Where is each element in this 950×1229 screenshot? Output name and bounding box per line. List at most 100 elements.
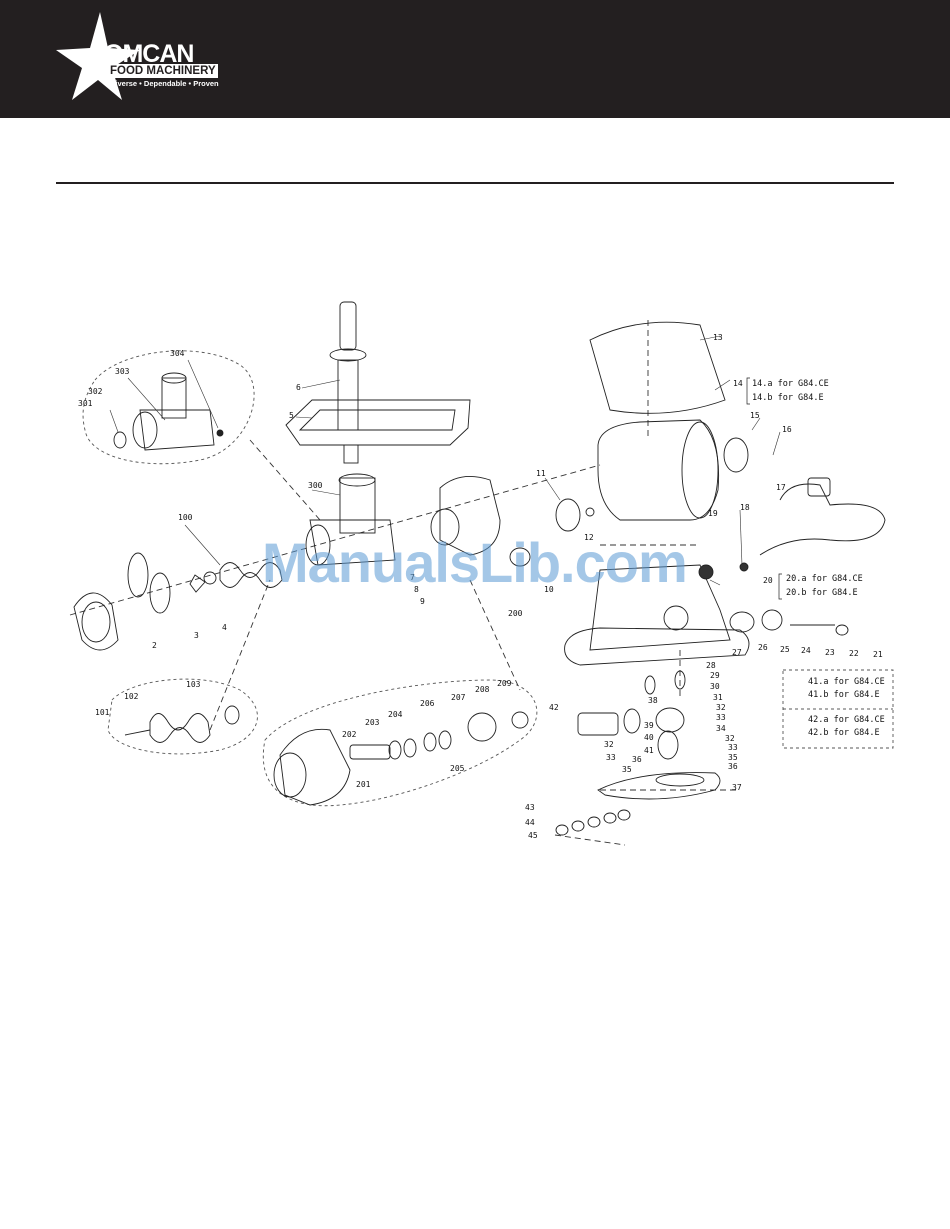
label-3: 3 (194, 631, 199, 640)
motor-assembly (555, 321, 749, 532)
label-304: 304 (170, 349, 185, 358)
label-100: 100 (178, 513, 193, 522)
label-32b: 32 (725, 734, 735, 743)
brand-subtitle: FOOD MACHINERY (108, 64, 218, 78)
label-16: 16 (782, 425, 792, 434)
label-38: 38 (648, 696, 658, 705)
brand-name: OMCAN (104, 40, 194, 68)
auger (203, 562, 283, 588)
label-31: 31 (713, 693, 723, 702)
label-30: 30 (710, 682, 720, 691)
brand-tagline: Diverse • Dependable • Proven (110, 79, 219, 88)
label-35: 35 (728, 753, 738, 762)
label-301: 301 (78, 399, 93, 408)
label-14: 14 (733, 379, 743, 388)
note-14b: 14.b for G84.E (752, 393, 824, 403)
label-39: 39 (644, 721, 654, 730)
star-icon (56, 12, 140, 100)
label-15: 15 (750, 411, 760, 420)
leader-lines (109, 335, 781, 586)
label-26: 26 (758, 643, 768, 652)
label-36b: 36 (632, 755, 642, 764)
gearbox-internals (273, 711, 529, 806)
watermark: ManualsLib.com (262, 531, 688, 594)
label-303: 303 (115, 367, 130, 376)
label-40: 40 (644, 733, 654, 742)
label-33b: 33 (728, 743, 738, 752)
label-22: 22 (849, 649, 859, 658)
label-35b: 35 (622, 765, 632, 774)
label-13: 13 (713, 333, 723, 342)
note-41a: 41.a for G84.CE (808, 677, 885, 687)
label-28: 28 (706, 661, 716, 670)
title-rule (56, 182, 894, 184)
label-17: 17 (776, 483, 786, 492)
label-37: 37 (732, 783, 742, 792)
omcan-logo: OMCAN FOOD MACHINERY Diverse • Dependabl… (52, 12, 252, 102)
label-36: 36 (728, 762, 738, 771)
label-41: 41 (644, 746, 654, 755)
note-14a: 14.a for G84.CE (752, 379, 829, 389)
label-202: 202 (342, 730, 357, 739)
note-41b: 41.b for G84.E (808, 690, 880, 700)
part-numbers: 304 303 302 301 6 5 300 100 7 8 9 10 200… (78, 333, 883, 840)
power-cord (759, 477, 886, 556)
label-205: 205 (450, 764, 465, 773)
bottom-plate (555, 772, 721, 836)
assembly-axes (69, 320, 740, 846)
label-32c: 32 (604, 740, 614, 749)
label-203: 203 (365, 718, 380, 727)
switch-assembly (729, 609, 849, 636)
lower-drive (577, 670, 686, 760)
label-201: 201 (356, 780, 371, 789)
grinder-head (305, 473, 396, 566)
cutting-plates (73, 552, 206, 651)
label-25: 25 (780, 645, 790, 654)
label-102: 102 (124, 692, 139, 701)
label-33c: 33 (606, 753, 616, 762)
label-7: 7 (410, 573, 415, 582)
label-21: 21 (873, 650, 883, 659)
label-32: 32 (716, 703, 726, 712)
label-302: 302 (88, 387, 103, 396)
note-42b: 42.b for G84.E (808, 728, 880, 738)
housing (430, 475, 531, 567)
label-23: 23 (825, 648, 835, 657)
label-29: 29 (710, 671, 720, 680)
label-8: 8 (414, 585, 419, 594)
spare-head (113, 372, 224, 451)
label-101: 101 (95, 708, 110, 717)
pusher-and-tray (285, 301, 471, 464)
label-200: 200 (508, 609, 523, 618)
label-2: 2 (152, 641, 157, 650)
variant-notes: 14.a for G84.CE 14.b for G84.E 20.a for … (752, 379, 885, 738)
label-42: 42 (549, 703, 559, 712)
label-12: 12 (584, 533, 594, 542)
note-brackets (746, 377, 893, 710)
label-208: 208 (475, 685, 490, 694)
header-bar: OMCAN FOOD MACHINERY Diverse • Dependabl… (0, 0, 950, 118)
label-33: 33 (716, 713, 726, 722)
label-34: 34 (716, 724, 726, 733)
label-207: 207 (451, 693, 466, 702)
label-44: 44 (525, 818, 535, 827)
label-5: 5 (289, 411, 294, 420)
label-4: 4 (222, 623, 227, 632)
label-27: 27 (732, 648, 742, 657)
base-frame (564, 562, 750, 666)
label-6: 6 (296, 383, 301, 392)
auger-detail (124, 705, 240, 743)
label-18: 18 (740, 503, 750, 512)
label-103: 103 (186, 680, 201, 689)
label-204: 204 (388, 710, 403, 719)
label-24: 24 (801, 646, 811, 655)
label-20: 20 (763, 576, 773, 585)
label-19: 19 (708, 509, 718, 518)
label-9: 9 (420, 597, 425, 606)
label-300: 300 (308, 481, 323, 490)
note-20a: 20.a for G84.CE (786, 574, 863, 584)
note-42a: 42.a for G84.CE (808, 715, 885, 725)
label-206: 206 (420, 699, 435, 708)
label-43: 43 (525, 803, 535, 812)
